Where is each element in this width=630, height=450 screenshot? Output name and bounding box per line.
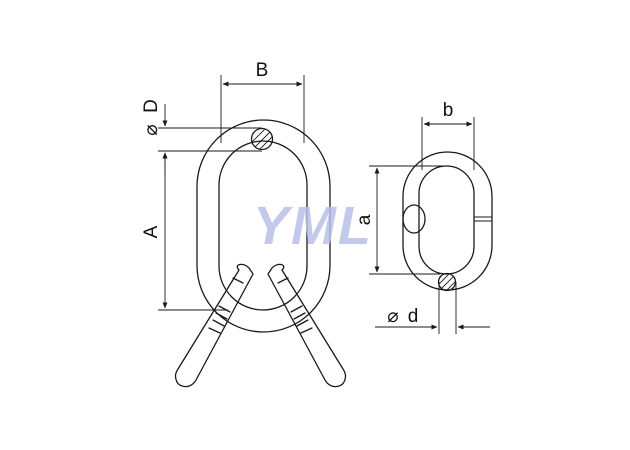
sub-link-right [267, 263, 347, 388]
dimension-B: B [220, 60, 305, 143]
label-b: b [443, 100, 454, 121]
dimension-d: ⌀ d [375, 282, 490, 334]
master-link-section-hatch [250, 127, 274, 151]
label-a: a [354, 214, 375, 225]
connecting-link-inner [418, 165, 475, 275]
dimension-b: b [421, 100, 475, 170]
dimension-a: a [354, 165, 446, 275]
connecting-link-boss [402, 204, 426, 234]
master-link-inner [218, 140, 308, 311]
dimension-A: A [141, 152, 228, 311]
master-link-outer [196, 119, 331, 333]
sub-link-left [174, 263, 254, 388]
label-B: B [256, 60, 269, 81]
connecting-link-drawing: b a ⌀ d [354, 100, 493, 334]
dimension-D: ⌀ D [141, 99, 262, 174]
label-d: d [408, 306, 419, 327]
label-d-diameter: ⌀ [387, 306, 398, 327]
label-D: D [141, 99, 162, 113]
master-link-drawing: B ⌀ D A [141, 60, 347, 388]
label-A: A [141, 225, 162, 238]
watermark-logo: YML [253, 196, 373, 256]
label-D-diameter: ⌀ [141, 124, 162, 135]
